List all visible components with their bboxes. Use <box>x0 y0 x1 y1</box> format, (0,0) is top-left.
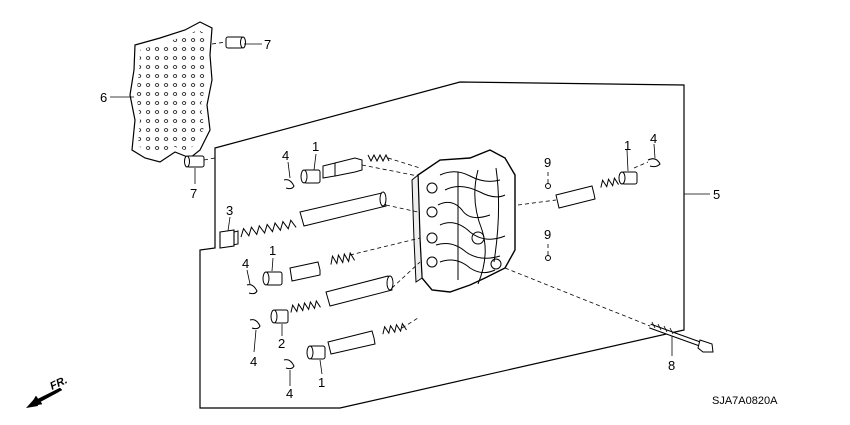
leader-lines <box>110 43 710 386</box>
callout-4-a: 4 <box>282 148 289 163</box>
valve-spool-row-a <box>322 153 390 179</box>
callout-3: 3 <box>226 203 233 218</box>
valve-spool-row-b <box>225 191 387 247</box>
spring-retainer-plate <box>219 229 235 249</box>
retaining-clip-4c <box>249 319 261 330</box>
flange-bolt <box>649 321 714 353</box>
retaining-clip-4d <box>283 359 295 370</box>
assembly-boundary <box>199 81 685 409</box>
callout-9-upper: 9 <box>544 155 551 170</box>
callout-7-upper: 7 <box>264 37 271 52</box>
callout-4-b: 4 <box>242 256 249 271</box>
valve-spool-row-e <box>327 322 407 355</box>
dowel-pin-upper <box>225 36 246 49</box>
valve-sleeve-2 <box>270 309 289 324</box>
dowel-pin-lower <box>184 155 205 168</box>
callout-5: 5 <box>713 187 720 202</box>
callout-4-c: 4 <box>250 354 257 369</box>
valve-sleeve-1b <box>262 271 283 286</box>
callout-4-d: 4 <box>286 386 293 401</box>
callout-4-e: 4 <box>650 131 657 146</box>
callout-6: 6 <box>100 90 107 105</box>
diagram-code: SJA7A0820A <box>712 395 778 407</box>
retaining-clip-4a <box>283 179 295 190</box>
valve-spool-right <box>555 176 619 209</box>
valve-spool-row-d <box>290 275 394 313</box>
valve-body <box>411 149 516 293</box>
callout-1-c: 1 <box>318 375 325 390</box>
callout-2: 2 <box>278 336 285 351</box>
valve-sleeve-1c <box>306 345 326 360</box>
front-direction-arrow-icon <box>26 387 63 408</box>
check-ball-lower <box>545 255 551 261</box>
callout-1-d: 1 <box>624 138 631 153</box>
callout-7-lower: 7 <box>190 186 197 201</box>
retaining-clip-4e <box>647 158 661 168</box>
check-ball-upper <box>545 183 551 189</box>
valve-spool-row-c <box>289 251 355 282</box>
valve-sleeve-1a <box>300 169 321 184</box>
callout-1-b: 1 <box>269 243 276 258</box>
callout-1-a: 1 <box>312 139 319 154</box>
separator-plate <box>129 21 213 163</box>
retaining-clip-4b <box>246 284 258 295</box>
front-direction-label: FR. <box>48 374 69 392</box>
callout-8: 8 <box>668 358 675 373</box>
alignment-lines <box>203 41 651 329</box>
valve-sleeve-1d <box>618 171 638 185</box>
callout-9-lower: 9 <box>544 227 551 242</box>
